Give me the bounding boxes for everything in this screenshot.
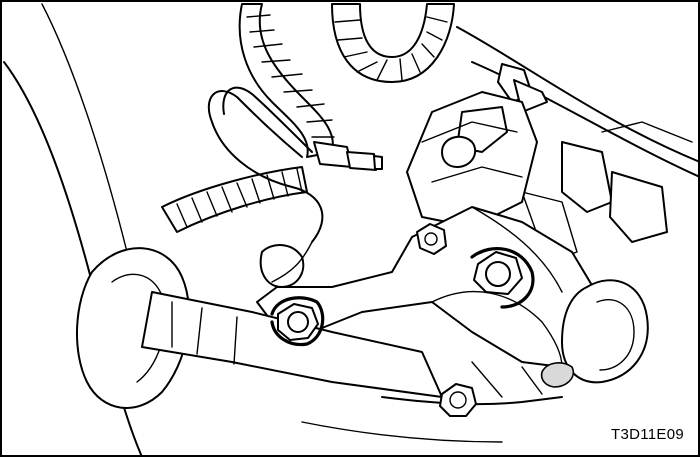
rubber-bushing-left [75,247,191,409]
metal-line [207,86,324,283]
lower-housing [301,361,563,443]
bolt-center-large [470,247,535,309]
wiring-harness [161,3,455,233]
figure-code-label: T3D11E09 [611,426,684,443]
bracket-module [406,91,538,228]
bolt-left [270,296,325,347]
sensor-connector [313,63,548,171]
rubber-bushing-right [540,279,649,388]
bolt-upper-small [416,223,447,255]
bolt-lower [439,383,477,417]
